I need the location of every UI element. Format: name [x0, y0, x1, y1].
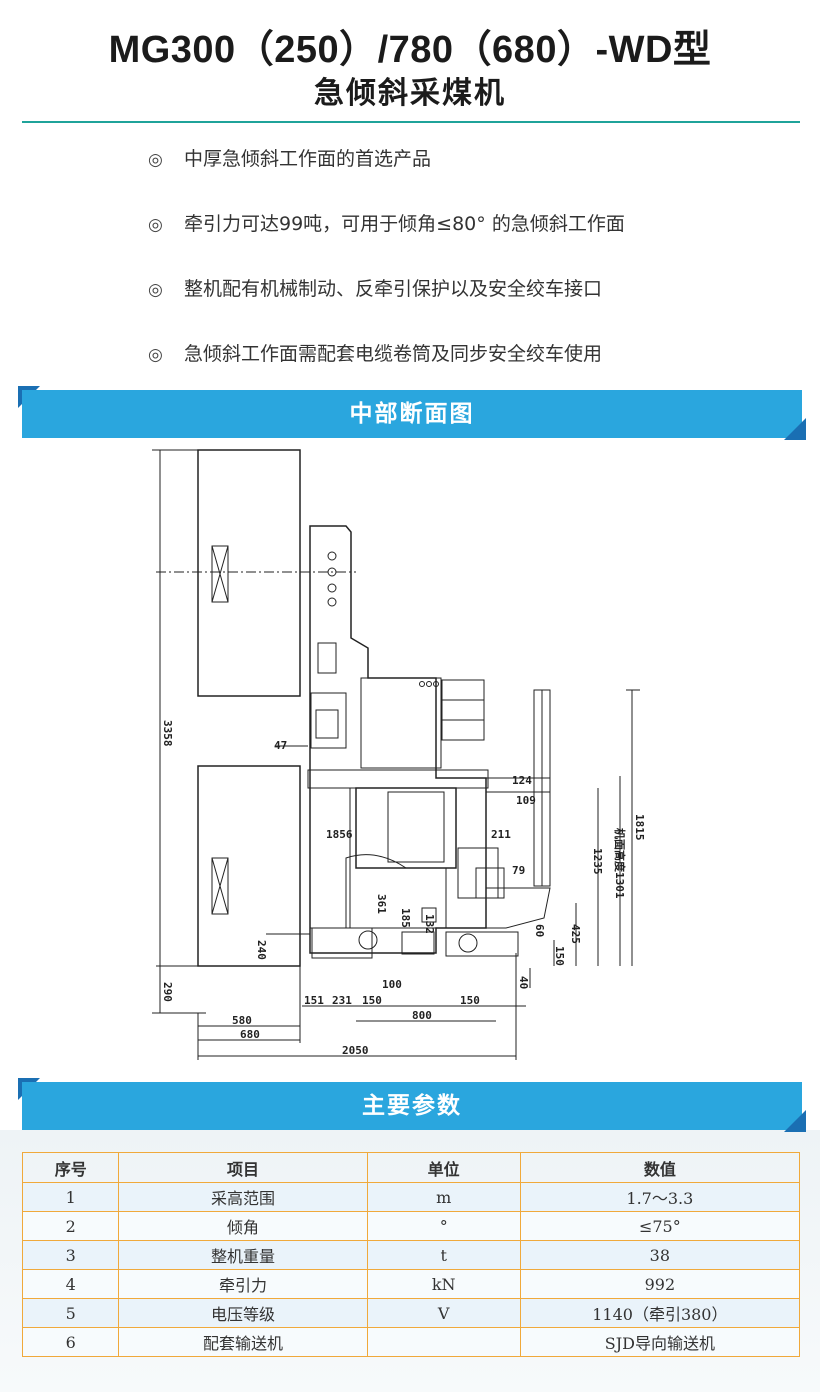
dim-580: 580	[232, 1014, 252, 1027]
bullet-icon: ◎	[148, 150, 163, 170]
cell-no: 2	[21, 1211, 120, 1241]
dim-47: 47	[274, 739, 287, 752]
model-title: MG300（250）/780（680）-WD型	[108, 29, 712, 71]
cell-value: 1.7～3.3	[519, 1182, 801, 1212]
dim-40: 40	[517, 976, 530, 989]
dim-150-vertical: 150	[553, 946, 566, 966]
cell-no: 6	[21, 1327, 120, 1357]
dim-109: 109	[516, 794, 536, 807]
table-row: 6 配套输送机 SJD导向输送机	[21, 1327, 801, 1357]
table-row: 1 采高范围 m 1.7～3.3	[21, 1182, 801, 1212]
feature-text: 牵引力可达99吨，可用于倾角≤80° 的急倾斜工作面	[184, 213, 625, 235]
cell-item: 配套输送机	[118, 1327, 368, 1357]
section-banner-params: 主要参数	[22, 1082, 802, 1130]
col-header-unit: 单位	[366, 1152, 521, 1183]
bullet-icon: ◎	[148, 215, 163, 235]
dim-100: 100	[382, 978, 402, 991]
cell-value: 992	[519, 1269, 801, 1299]
dim-124: 124	[512, 774, 532, 787]
cell-value: 38	[519, 1240, 801, 1270]
feature-text: 急倾斜工作面需配套电缆卷筒及同步安全绞车使用	[184, 343, 603, 365]
cell-unit: °	[366, 1211, 521, 1241]
cell-no: 3	[21, 1240, 120, 1270]
col-header-no: 序号	[21, 1152, 120, 1183]
col-header-value: 数值	[519, 1152, 801, 1183]
bullet-icon: ◎	[148, 280, 163, 300]
cell-no: 1	[21, 1182, 120, 1212]
feature-text: 中厚急倾斜工作面的首选产品	[184, 148, 432, 170]
cell-value: 1140（牵引380）	[519, 1298, 801, 1328]
title-divider	[22, 121, 800, 123]
cell-unit: V	[366, 1298, 521, 1328]
dim-60: 60	[533, 924, 546, 937]
dim-3358: 3358	[161, 720, 174, 747]
bullet-icon: ◎	[148, 345, 163, 365]
banner-corner-decoration	[784, 1110, 806, 1132]
cell-item: 采高范围	[118, 1182, 368, 1212]
banner-corner-decoration	[784, 418, 806, 440]
dim-290: 290	[161, 982, 174, 1002]
table-row: 5 电压等级 V 1140（牵引380）	[21, 1298, 801, 1328]
cell-value: SJD导向输送机	[519, 1327, 801, 1357]
cell-item: 倾角	[118, 1211, 368, 1241]
table-row: 3 整机重量 t 38	[21, 1240, 801, 1270]
dim-211: 211	[491, 828, 511, 841]
dim-151: 151	[304, 994, 324, 1007]
dim-425: 425	[569, 924, 582, 944]
cell-no: 4	[21, 1269, 120, 1299]
dim-361: 361	[375, 894, 388, 914]
feature-item: ◎ 牵引力可达99吨，可用于倾角≤80° 的急倾斜工作面	[148, 211, 788, 276]
params-table: 序号 项目 单位 数值 1 采高范围 m 1.7～3.3 2 倾角 ° ≤75°…	[21, 1152, 801, 1357]
cell-unit: m	[366, 1182, 521, 1212]
cell-item: 整机重量	[118, 1240, 368, 1270]
feature-text: 整机配有机械制动、反牵引保护以及安全绞车接口	[184, 278, 603, 300]
dim-1235: 1235	[591, 848, 604, 875]
dim-132: 132	[423, 914, 436, 934]
dim-800: 800	[412, 1009, 432, 1022]
dim-79: 79	[512, 864, 525, 877]
dim-680: 680	[240, 1028, 260, 1041]
table-row: 2 倾角 ° ≤75°	[21, 1211, 801, 1241]
dim-240: 240	[255, 940, 268, 960]
cell-value: ≤75°	[519, 1211, 801, 1241]
feature-item: ◎ 中厚急倾斜工作面的首选产品	[148, 146, 788, 211]
dim-150a: 150	[362, 994, 382, 1007]
dim-185: 185	[399, 908, 412, 928]
cross-section-drawing: 3358 290 47 124 109 1815 1235 机面高度1301 1…	[152, 449, 646, 1060]
section-banner-drawing: 中部断面图	[22, 390, 802, 438]
table-row: 4 牵引力 kN 992	[21, 1269, 801, 1299]
dim-1856: 1856	[326, 828, 353, 841]
cell-unit	[366, 1327, 521, 1357]
cell-no: 5	[21, 1298, 120, 1328]
dim-1815: 1815	[633, 814, 646, 841]
cell-unit: kN	[366, 1269, 521, 1299]
product-name: 急倾斜采煤机	[314, 76, 506, 111]
dim-231: 231	[332, 994, 352, 1007]
col-header-item: 项目	[118, 1152, 368, 1183]
dim-2050: 2050	[342, 1044, 369, 1057]
feature-item: ◎ 急倾斜工作面需配套电缆卷筒及同步安全绞车使用	[148, 341, 788, 406]
cell-item: 牵引力	[118, 1269, 368, 1299]
dim-150b: 150	[460, 994, 480, 1007]
dim-1301: 机面高度1301	[613, 828, 627, 899]
table-header-row: 序号 项目 单位 数值	[21, 1152, 801, 1183]
cell-item: 电压等级	[118, 1298, 368, 1328]
cell-unit: t	[366, 1240, 521, 1270]
feature-list: ◎ 中厚急倾斜工作面的首选产品 ◎ 牵引力可达99吨，可用于倾角≤80° 的急倾斜工…	[148, 146, 788, 406]
feature-item: ◎ 整机配有机械制动、反牵引保护以及安全绞车接口	[148, 276, 788, 341]
